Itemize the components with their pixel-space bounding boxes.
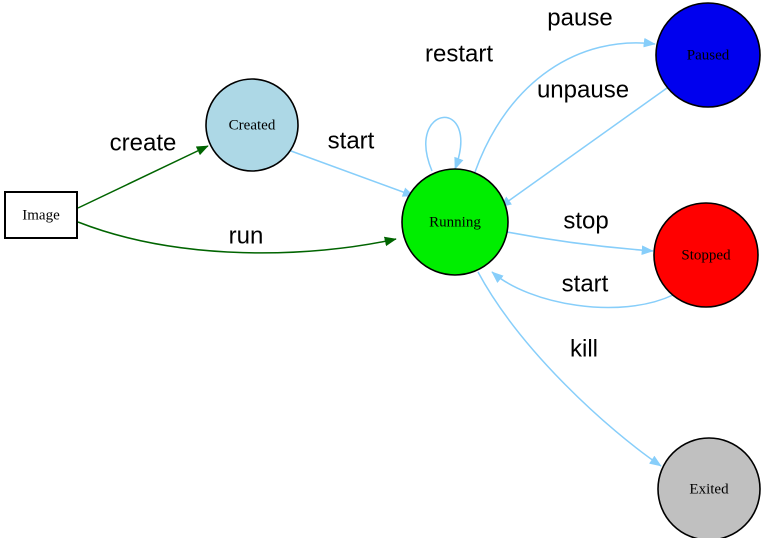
node-shape-created[interactable] xyxy=(205,78,299,172)
edge-label-run: run xyxy=(229,222,264,249)
edge-restart[interactable] xyxy=(425,116,464,172)
node-shape-stopped[interactable] xyxy=(653,202,759,308)
edge-run[interactable] xyxy=(77,221,397,254)
node-shape-exited[interactable] xyxy=(657,437,761,538)
edge-label-create: create xyxy=(110,129,177,156)
node-shape-image[interactable] xyxy=(4,191,78,239)
edge-stop[interactable] xyxy=(506,231,654,255)
edges-layer xyxy=(77,37,674,467)
node-shape-paused[interactable] xyxy=(655,2,761,108)
node-stopped[interactable]: Stopped xyxy=(653,202,759,308)
edge-label-unpause: unpause xyxy=(537,76,629,103)
edge-pause[interactable] xyxy=(474,37,656,173)
edge-label-restart: restart xyxy=(425,40,493,67)
edge-label-kill: kill xyxy=(570,335,598,362)
edge-start-created[interactable] xyxy=(290,150,415,197)
edge-label-start-stopped: start xyxy=(562,270,609,297)
edge-kill[interactable] xyxy=(477,271,662,467)
edge-labels-layer: create run start restart pause unpause stop sta… xyxy=(110,4,629,362)
node-running[interactable]: Running xyxy=(401,168,509,276)
edge-create[interactable] xyxy=(77,145,209,209)
node-exited[interactable]: Exited xyxy=(657,437,761,538)
edge-unpause[interactable] xyxy=(499,87,668,208)
node-created[interactable]: Created xyxy=(205,78,299,172)
node-image[interactable]: Image xyxy=(4,191,78,239)
node-shape-running[interactable] xyxy=(401,168,509,276)
edge-label-pause: pause xyxy=(547,4,612,31)
edge-start-stopped[interactable] xyxy=(491,271,674,309)
edge-label-stop: stop xyxy=(563,207,608,234)
edge-label-start-created: start xyxy=(328,127,375,154)
node-paused[interactable]: Paused xyxy=(655,2,761,108)
